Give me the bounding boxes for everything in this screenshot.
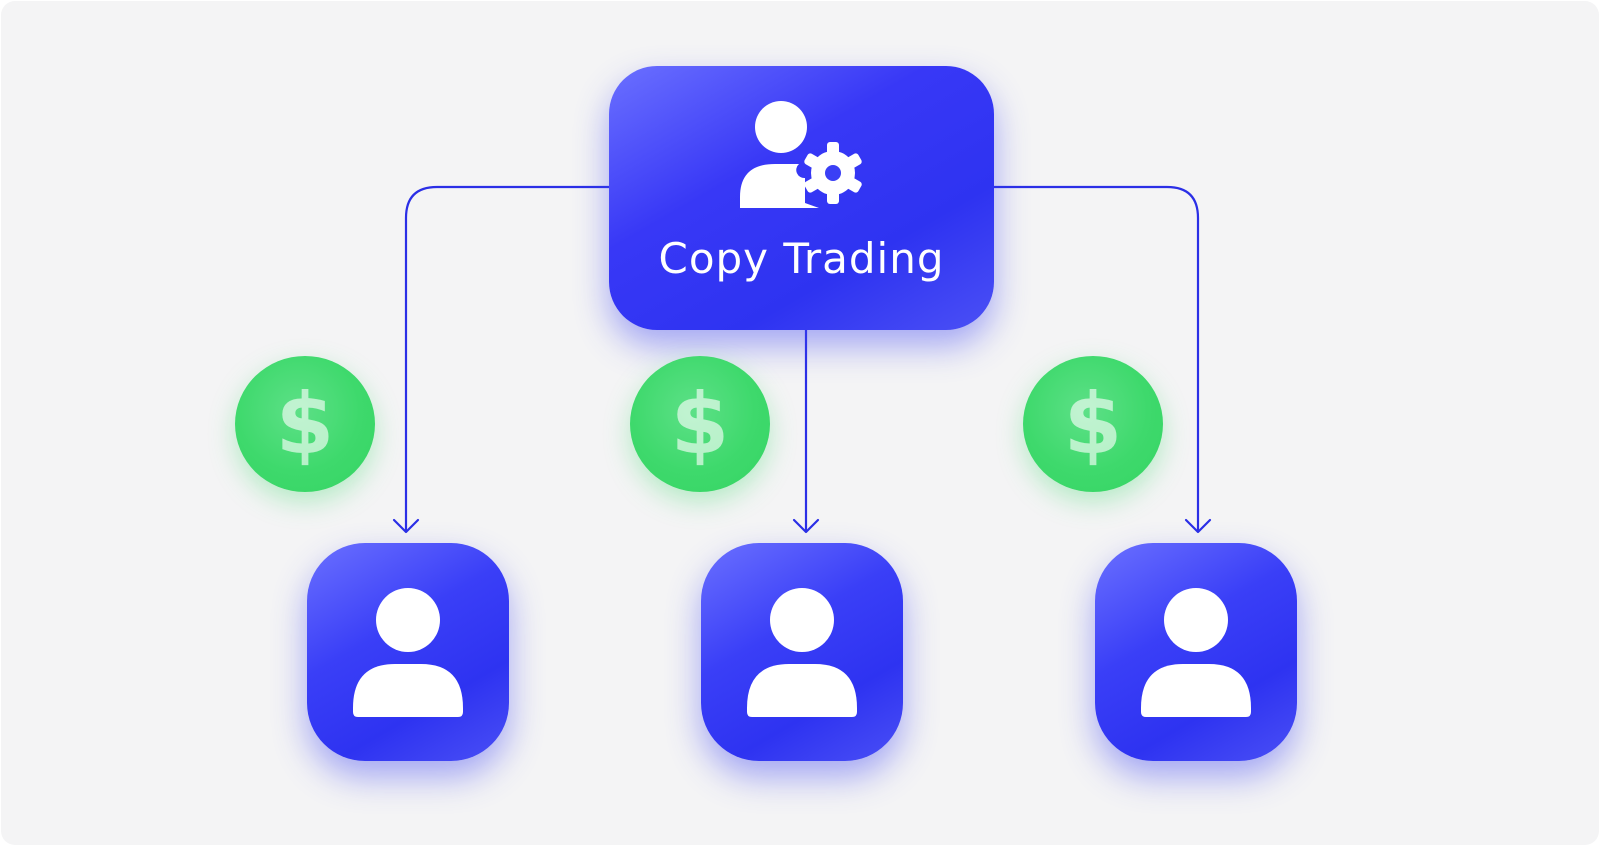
dollar-symbol: $ bbox=[275, 375, 335, 473]
copy-trading-node: Copy Trading bbox=[609, 66, 994, 330]
connector-left bbox=[404, 185, 611, 533]
user-icon bbox=[353, 588, 463, 717]
follower-node-left bbox=[307, 543, 509, 761]
dollar-coin-icon: $ bbox=[630, 356, 770, 492]
dollar-coin-icon: $ bbox=[235, 356, 375, 492]
dollar-symbol: $ bbox=[1063, 375, 1123, 473]
connector-right bbox=[992, 185, 1200, 533]
arrowhead-center bbox=[792, 518, 820, 534]
user-icon bbox=[747, 588, 857, 717]
arrowhead-right bbox=[1184, 518, 1212, 534]
user-icon bbox=[1141, 588, 1251, 717]
copy-trading-label: Copy Trading bbox=[658, 234, 945, 283]
user-gear-icon bbox=[740, 101, 862, 208]
follower-node-right bbox=[1095, 543, 1297, 761]
follower-node-center bbox=[701, 543, 903, 761]
dollar-symbol: $ bbox=[670, 375, 730, 473]
arrowhead-left bbox=[392, 518, 420, 534]
dollar-coin-icon: $ bbox=[1023, 356, 1163, 492]
